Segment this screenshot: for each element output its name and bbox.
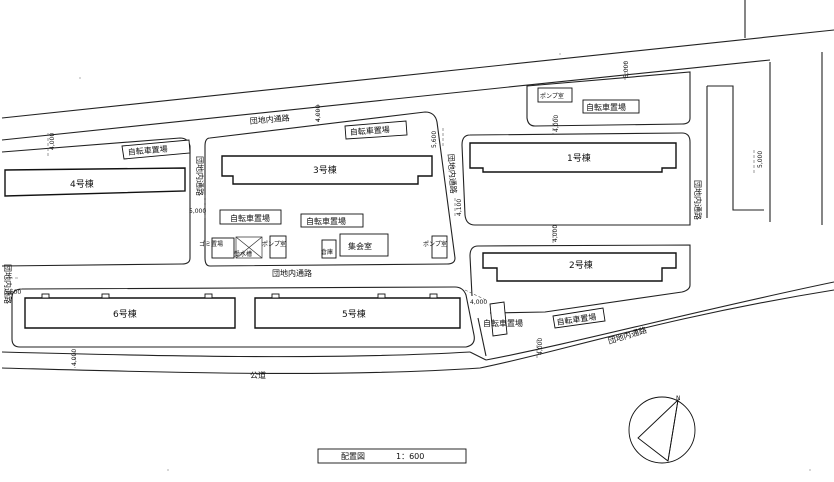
label-bike-6: 自転車置場 (483, 318, 523, 328)
building-2 (482, 252, 677, 282)
label-hall: 集会室 (348, 241, 372, 251)
label-width-8: 4,000 (552, 225, 559, 242)
label-water-tank: 受水槽 (234, 250, 252, 258)
title-name: 配置図 (341, 452, 365, 461)
label-pump-3: ポンプ室 (423, 240, 447, 248)
building-labels: 4号棟 3号棟 1号棟 2号棟 6号棟 5号棟 (70, 152, 593, 320)
label-width-6: 4,100 (456, 199, 463, 216)
title-scale: 1：600 (396, 452, 424, 461)
building-3 (221, 155, 433, 185)
label-bike-1: 自転車置場 (127, 144, 168, 157)
label-width-10: 4,000 (537, 338, 544, 355)
compass-ring (628, 396, 696, 464)
facility-boxes (121, 87, 640, 337)
label-storage: 倉庫 (321, 248, 333, 256)
label-width-1: 4,000 (49, 133, 56, 150)
label-road-inner-vertical-left: 団地内通路 (195, 156, 205, 196)
label-garbage: ゴミ置場 (199, 240, 223, 248)
label-road-inner-middle: 団地内通路 (272, 268, 312, 278)
road-labels: 団地内通路 団地内通路 団地内通路 団地内通路 団地内通路 団地内通路 団地内通… (3, 113, 703, 380)
label-width-2: 4,000 (315, 105, 322, 122)
label-bike-5: 自転車置場 (306, 216, 346, 226)
label-building-4: 4号棟 (70, 178, 94, 190)
label-bike-4: 自転車置場 (230, 213, 270, 223)
compass-needle-icon (637, 398, 679, 462)
label-width-4: 5,000 (757, 151, 764, 168)
width-marker-lines (5, 62, 755, 368)
label-building-2: 2号棟 (569, 259, 593, 271)
width-labels: 4,000 4,000 5,000 5,000 5,600 4,100 4,00… (4, 61, 764, 366)
label-building-5: 5号棟 (342, 308, 366, 320)
label-width-3: 5,000 (623, 61, 630, 78)
building-5 (254, 297, 461, 329)
road-lines (1, 0, 834, 375)
label-building-3: 3号棟 (313, 164, 337, 176)
title-block: 配置図 1：600 (317, 448, 467, 464)
label-width-12: 5,600 (4, 289, 21, 296)
label-road-inner-lower-right: 団地内通路 (607, 325, 648, 346)
building-6 (24, 297, 236, 329)
label-bike-2: 自転車置場 (349, 124, 390, 137)
label-width-13: 5,000 (189, 208, 206, 215)
label-road-inner-right-vertical: 団地内通路 (693, 180, 703, 220)
building-bumps (41, 293, 438, 299)
label-road-inner-top: 団地内通路 (249, 113, 290, 126)
title-frame (317, 448, 467, 464)
label-pump-1: ポンプ室 (540, 92, 564, 100)
label-road-public: 公道 (250, 370, 266, 380)
label-building-1: 1号棟 (567, 152, 591, 164)
label-road-inner-vertical-right: 団地内通路 (446, 153, 459, 194)
label-width-5: 5,600 (431, 131, 438, 148)
building-1 (469, 142, 677, 173)
facility-labels: 自転車置場 自転車置場 自転車置場 自転車置場 自転車置場 自転車置場 自転車置… (127, 92, 626, 328)
label-bike-3: 自転車置場 (586, 102, 626, 112)
label-width-9: 4,000 (71, 349, 78, 366)
label-road-inner-left-edge: 団地内通路 (3, 264, 13, 304)
north-compass: N (628, 395, 696, 464)
label-width-7: 4,000 (553, 115, 560, 132)
label-building-6: 6号棟 (113, 308, 137, 320)
building-4 (4, 167, 186, 197)
label-width-11: 4,000 (470, 299, 487, 306)
noise-specks (79, 53, 811, 471)
label-north: N (676, 395, 681, 402)
label-pump-2: ポンプ室 (262, 240, 286, 248)
